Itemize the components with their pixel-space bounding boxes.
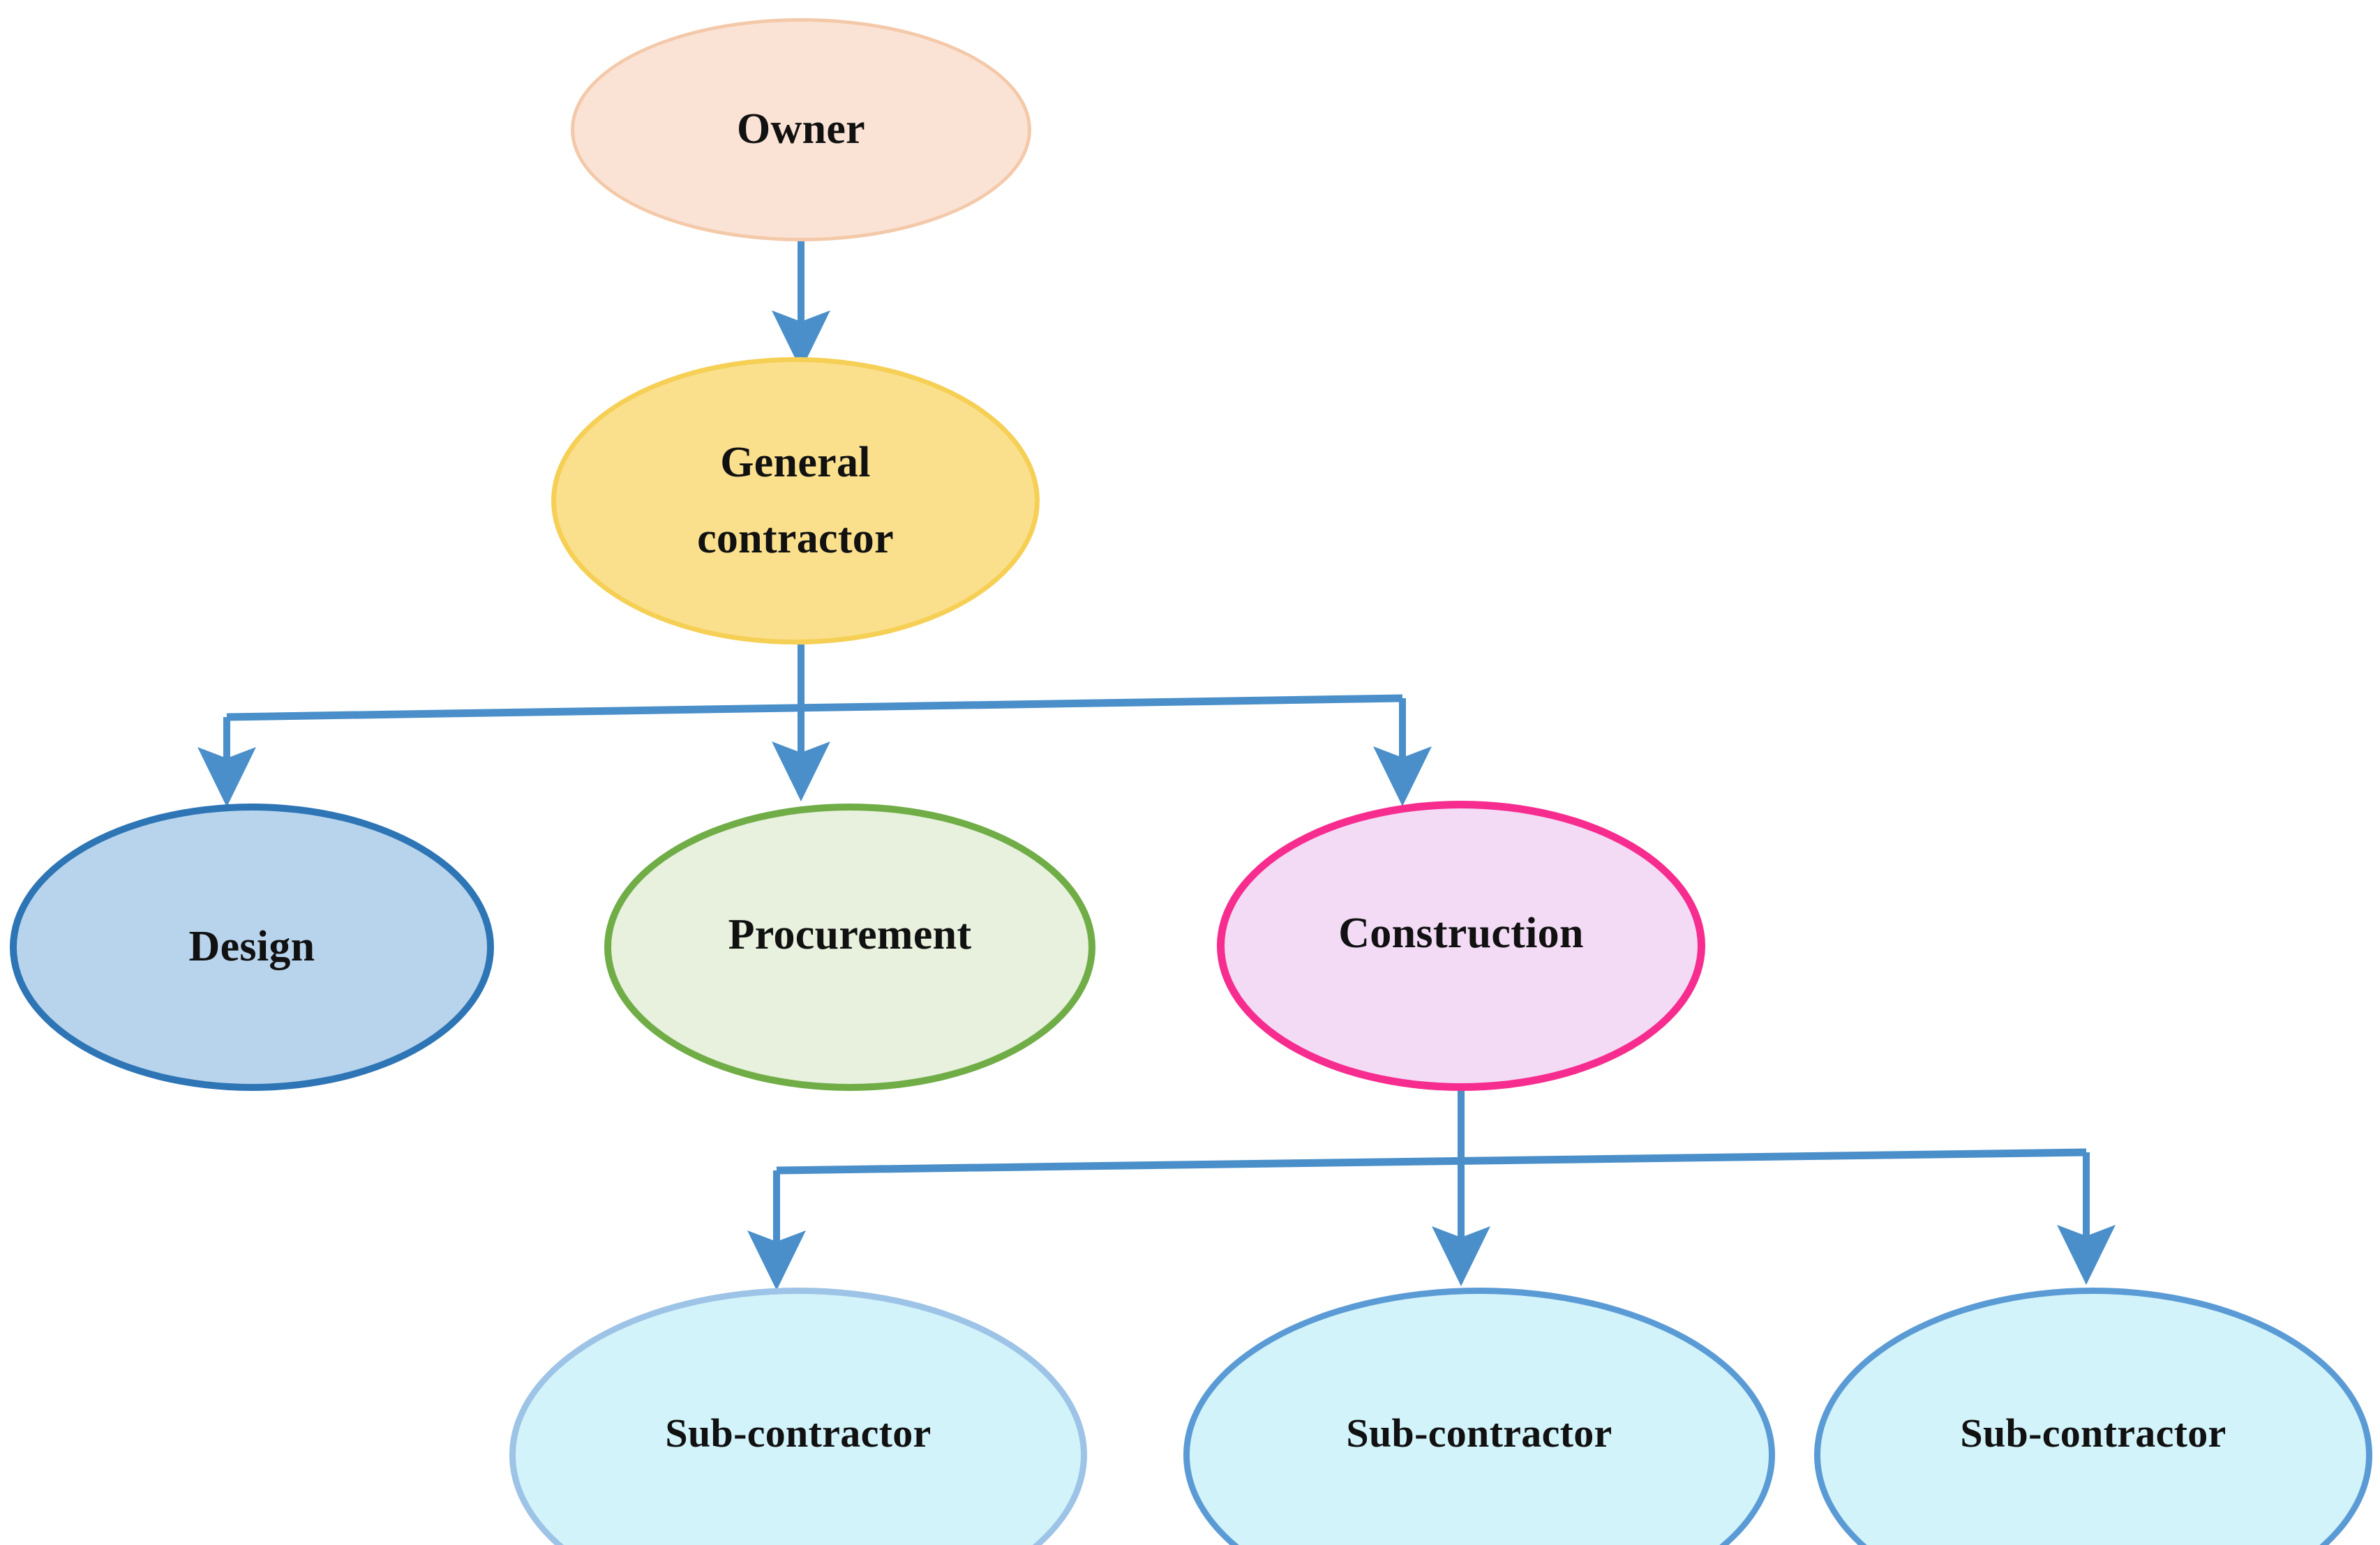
node-sub-contractor-3-label: Sub-contractor (1960, 1410, 2226, 1456)
node-sub-contractor-1[interactable]: Sub-contractor (509, 1288, 1087, 1545)
node-procurement[interactable]: Procurement (604, 804, 1095, 1091)
node-sub-contractor-3[interactable]: Sub-contractor (1814, 1288, 2372, 1545)
node-sub-contractor-2[interactable]: Sub-contractor (1183, 1288, 1775, 1545)
node-sub-contractor-2-label: Sub-contractor (1346, 1410, 1612, 1456)
node-owner[interactable]: Owner (571, 18, 1031, 241)
edge-general-contractor-bus (226, 645, 1403, 721)
node-design[interactable]: Design (10, 804, 494, 1091)
node-construction-label: Construction (1338, 910, 1584, 958)
edge-construction-bus (776, 1091, 2087, 1175)
node-general-contractor-label-line-2: contractor (697, 515, 894, 562)
node-general-contractor-label-line-1: General (720, 438, 871, 486)
node-construction[interactable]: Construction (1217, 801, 1705, 1091)
node-sub-contractor-1-label: Sub-contractor (665, 1410, 931, 1456)
node-procurement-label: Procurement (728, 911, 972, 959)
node-design-label: Design (188, 923, 315, 971)
node-general-contractor[interactable]: General contractor (551, 357, 1040, 645)
node-owner-label: Owner (736, 105, 866, 153)
